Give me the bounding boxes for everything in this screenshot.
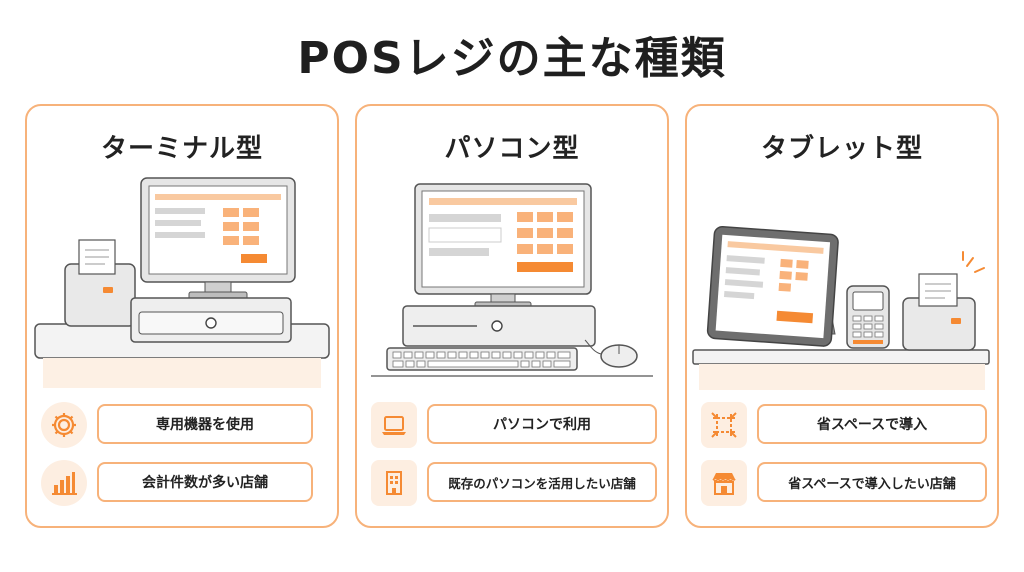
feature-item: パソコンで利用 [371,402,657,448]
card-terminal: ターミナル型 [25,104,339,528]
feature-label: 省スペースで導入 [757,404,987,444]
feature-label: パソコンで利用 [427,404,657,444]
storefront-icon [701,460,747,506]
card-tablet: タブレット型 [685,104,999,528]
bar-chart-icon [41,460,87,506]
feature-label: 専用機器を使用 [97,404,313,444]
tablet-pos-illustration [692,226,990,390]
feature-item: 省スペースで導入 [701,402,987,448]
feature-item: 省スペースで導入したい店舗 [701,460,987,506]
feature-label: 既存のパソコンを活用したい店舗 [427,462,657,502]
terminal-pos-illustration [34,177,330,388]
card-title: タブレット型 [760,134,923,164]
feature-item: 会計件数が多い店舗 [41,460,325,506]
card-title: パソコン型 [444,134,580,164]
feature-item: 専用機器を使用 [41,402,325,448]
feature-label: 会計件数が多い店舗 [97,462,313,502]
feature-item: 既存のパソコンを活用したい店舗 [371,460,657,506]
feature-label: 省スペースで導入したい店舗 [757,462,987,502]
pc-pos-illustration [371,183,653,377]
compress-space-icon [701,402,747,448]
card-title: ターミナル型 [100,134,263,164]
laptop-icon [371,402,417,448]
card-pc: パソコン型 [355,104,669,528]
gear-icon [41,402,87,448]
page-title: POSレジの主な種類 [297,33,727,84]
building-icon [371,460,417,506]
